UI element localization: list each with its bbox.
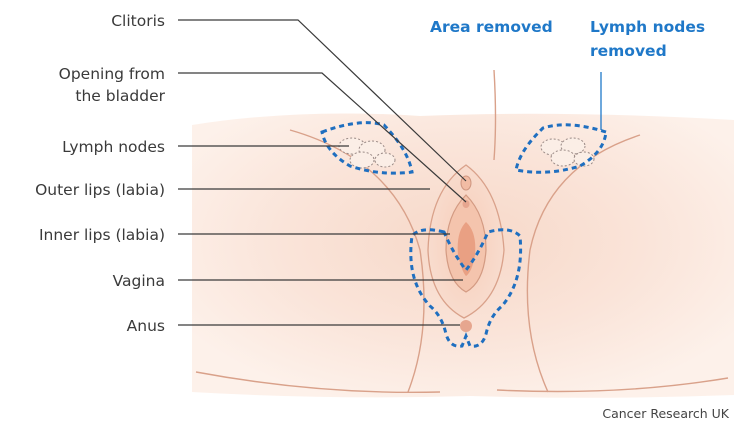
callout-lymph-removed-line1: Lymph nodes	[590, 18, 705, 36]
label-opening-line1: Opening from	[59, 65, 165, 83]
label-inner-lips: Inner lips (labia)	[39, 226, 165, 244]
label-clitoris: Clitoris	[111, 12, 165, 30]
callout-lymph-removed-line2: removed	[590, 42, 667, 60]
label-anus: Anus	[127, 317, 165, 335]
label-opening-line2: the bladder	[75, 87, 165, 105]
label-outer-lips: Outer lips (labia)	[35, 181, 165, 199]
credit-text: Cancer Research UK	[602, 406, 729, 421]
anus-shape	[460, 320, 472, 332]
label-lymph-nodes: Lymph nodes	[62, 138, 165, 156]
label-vagina: Vagina	[113, 272, 165, 290]
callout-area-removed: Area removed	[430, 18, 553, 36]
